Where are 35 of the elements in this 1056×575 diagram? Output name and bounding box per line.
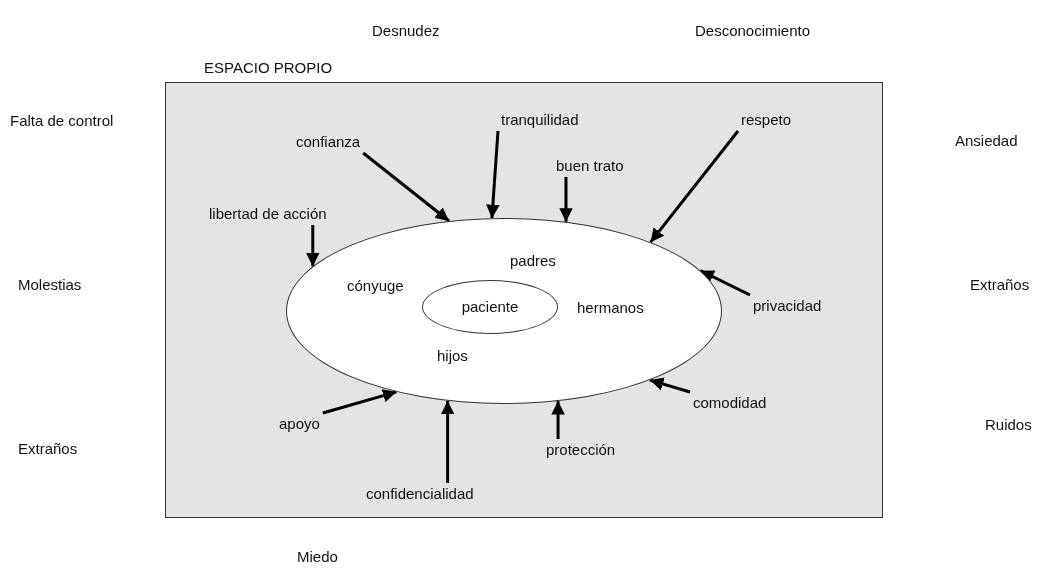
arrow bbox=[559, 177, 573, 222]
ellipse-label: paciente bbox=[461, 298, 519, 316]
node-label: confianza bbox=[296, 133, 361, 151]
outside-label: Desconocimiento bbox=[695, 22, 811, 40]
group-title: ESPACIO PROPIO bbox=[204, 59, 333, 77]
ellipse-label: padres bbox=[510, 252, 556, 270]
arrow bbox=[306, 225, 320, 267]
node-label: buen trato bbox=[556, 157, 624, 175]
outside-label: Molestias bbox=[18, 276, 82, 294]
arrow bbox=[362, 151, 450, 223]
arrow bbox=[322, 389, 397, 415]
ellipse-label: cónyuge bbox=[347, 277, 404, 295]
arrow bbox=[649, 130, 740, 244]
ellipse-label: hijos bbox=[437, 347, 468, 365]
outside-label: Miedo bbox=[297, 548, 338, 566]
node-label: confidencialidad bbox=[366, 485, 474, 503]
ellipse-label: hermanos bbox=[577, 299, 644, 317]
node-label: libertad de acción bbox=[209, 205, 327, 223]
arrow bbox=[699, 269, 751, 297]
outside-label: Ruidos bbox=[985, 416, 1032, 434]
outside-label: Ansiedad bbox=[955, 132, 1018, 150]
arrow bbox=[486, 130, 500, 219]
outside-label: Extraños bbox=[18, 440, 78, 458]
outside-label: Desnudez bbox=[372, 22, 440, 40]
node-label: respeto bbox=[741, 111, 792, 129]
outside-label: Extraños bbox=[970, 276, 1030, 294]
node-label: protección bbox=[546, 441, 616, 459]
node-label: tranquilidad bbox=[501, 111, 579, 129]
node-label: privacidad bbox=[753, 297, 822, 315]
arrow bbox=[551, 401, 565, 439]
node-label: comodidad bbox=[693, 394, 767, 412]
outside-label: Falta de control bbox=[10, 112, 114, 130]
arrow bbox=[649, 377, 691, 394]
node-label: apoyo bbox=[279, 415, 320, 433]
arrow bbox=[440, 400, 455, 483]
